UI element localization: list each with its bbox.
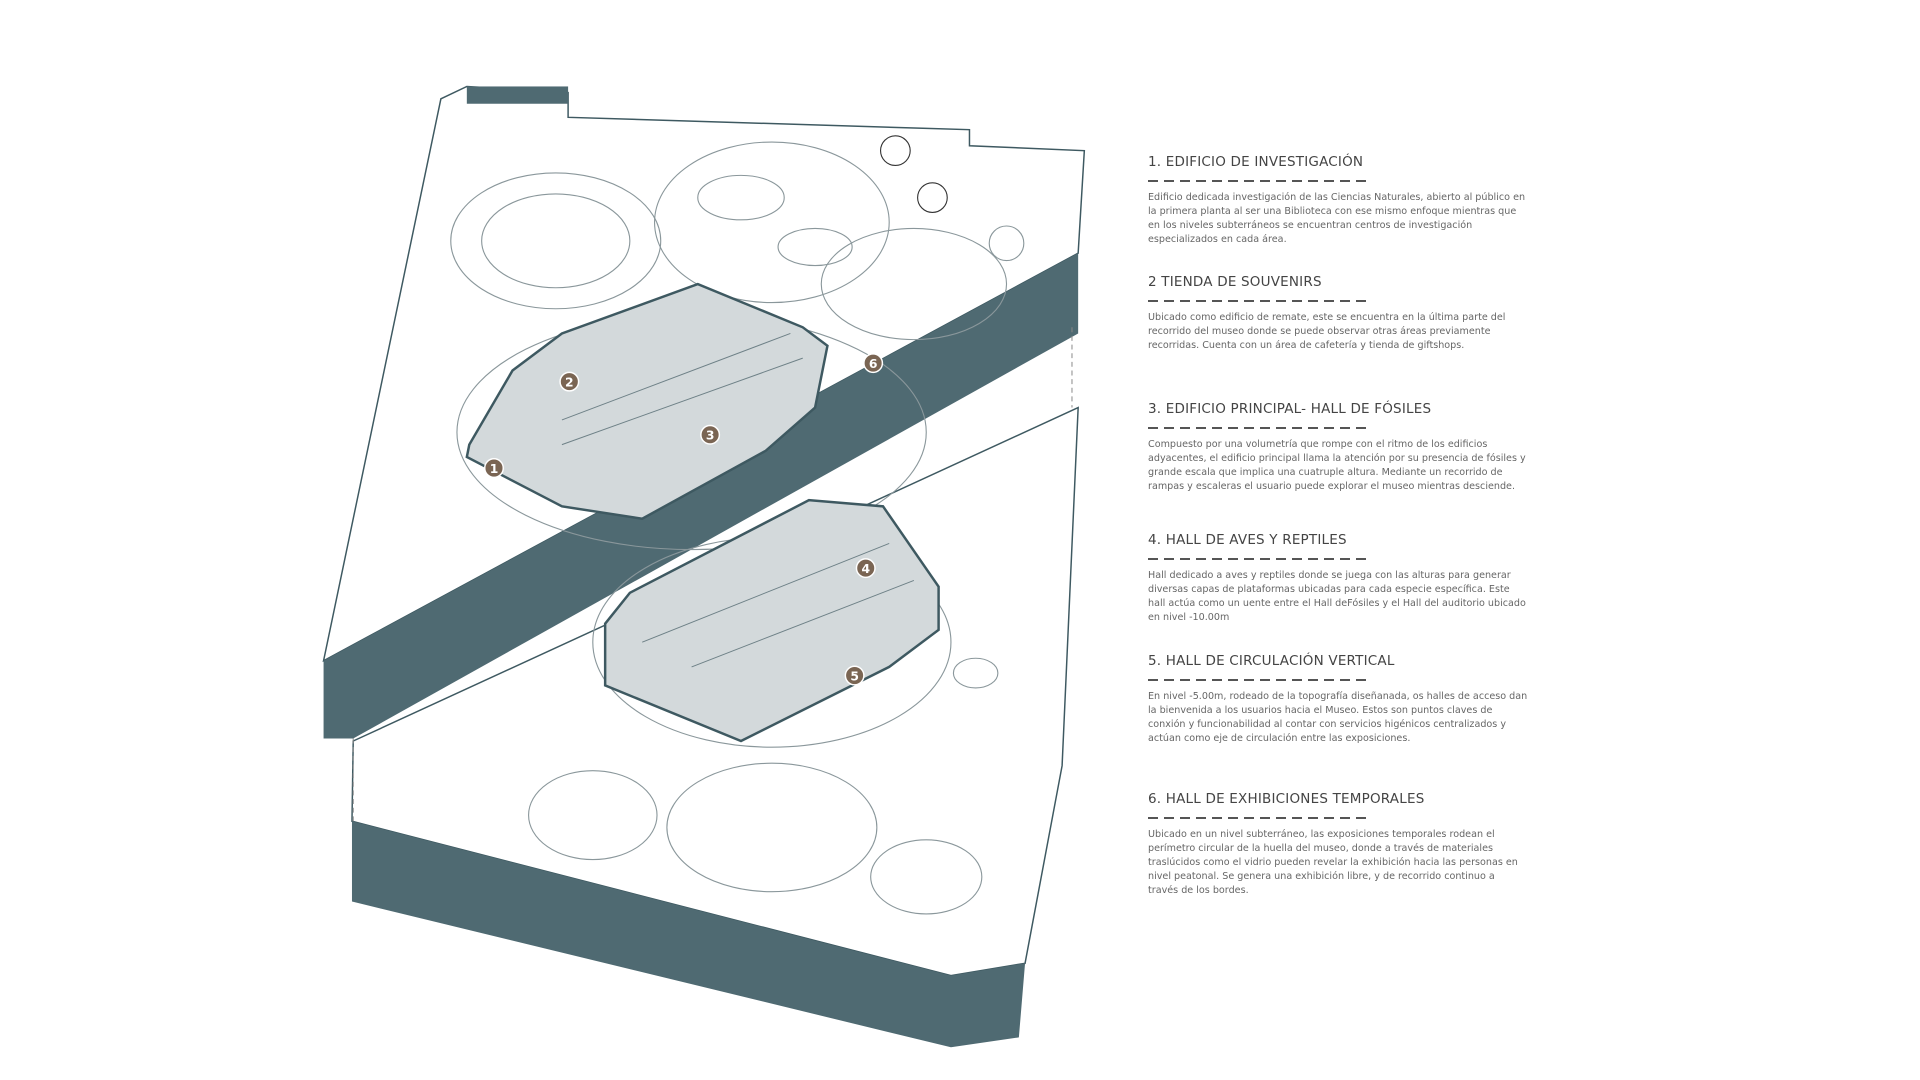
legend-text: Ubicado como edificio de remate, este se… <box>1148 312 1506 351</box>
legend-title: 1. EDIFICIO DE INVESTIGACIÓN <box>1148 154 1364 170</box>
badge-3: 3 <box>706 429 715 443</box>
legend-text: En nivel -5.00m, rodeado de la topografí… <box>1148 691 1528 744</box>
dashed-divider <box>1148 679 1370 681</box>
dashed-divider <box>1148 180 1370 182</box>
badge-1: 1 <box>490 462 499 476</box>
legend-text: Ubicado en un nivel subterráneo, las exp… <box>1148 829 1518 896</box>
legend-item-4: 4. HALL DE AVES Y REPTILES Hall dedicado… <box>1148 532 1528 625</box>
dashed-divider <box>1148 427 1370 429</box>
legend-title: 2 TIENDA DE SOUVENIRS <box>1148 274 1322 290</box>
legend-text: Compuesto por una volumetría que rompe c… <box>1148 439 1526 492</box>
legend-item-3: 3. EDIFICIO PRINCIPAL- HALL DE FÓSILES C… <box>1148 401 1528 494</box>
badge-markers <box>483 353 884 686</box>
legend-item-1: 1. EDIFICIO DE INVESTIGACIÓN Edificio de… <box>1148 154 1528 247</box>
legend-title: 3. EDIFICIO PRINCIPAL- HALL DE FÓSILES <box>1148 401 1432 417</box>
legend-text: Edificio dedicada investigación de las C… <box>1148 192 1526 245</box>
badge-6: 6 <box>869 357 878 371</box>
legend-title: 6. HALL DE EXHIBICIONES TEMPORALES <box>1148 791 1425 807</box>
building-main-upper <box>465 282 829 520</box>
upper-slab-side <box>323 253 1079 739</box>
legend-title: 5. HALL DE CIRCULACIÓN VERTICAL <box>1148 653 1395 669</box>
legend-title: 4. HALL DE AVES Y REPTILES <box>1148 532 1347 548</box>
badge-2: 2 <box>565 376 574 390</box>
landscape-upper <box>450 135 1025 551</box>
dashed-divider <box>1148 817 1370 819</box>
badge-4: 4 <box>861 562 870 576</box>
legend-item-5: 5. HALL DE CIRCULACIÓN VERTICAL En nivel… <box>1148 653 1528 746</box>
legend-text: Hall dedicado a aves y reptiles donde se… <box>1148 570 1526 623</box>
badge-5: 5 <box>850 669 859 683</box>
legend-item-6: 6. HALL DE EXHIBICIONES TEMPORALES Ubica… <box>1148 791 1528 898</box>
lower-slab-side <box>351 821 1026 1048</box>
legend-item-2: 2 TIENDA DE SOUVENIRS Ubicado como edifi… <box>1148 274 1528 353</box>
dashed-divider <box>1148 558 1370 560</box>
roof-element <box>466 86 569 104</box>
dashed-divider <box>1148 300 1370 302</box>
projection-lines <box>352 327 1073 822</box>
